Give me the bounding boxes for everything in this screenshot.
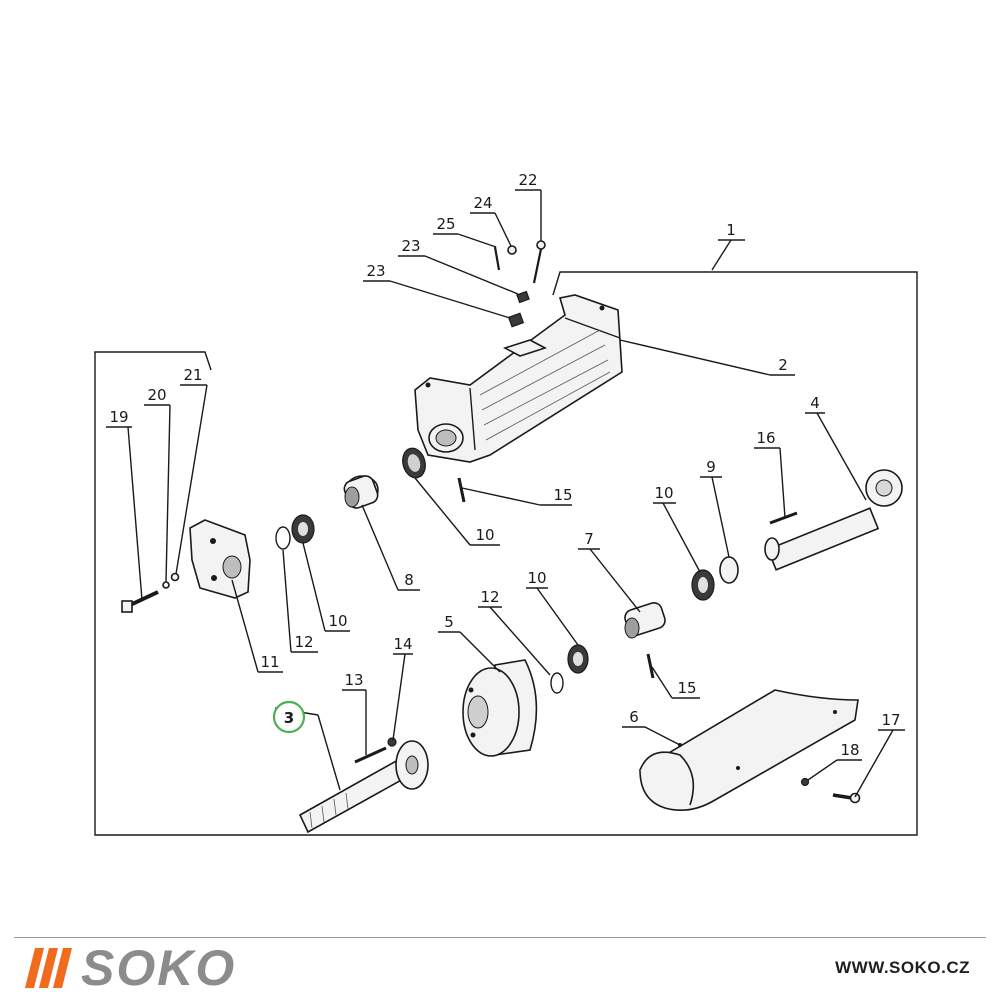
bearing-part-10-center (567, 644, 589, 674)
label-part-15-lower: 15 (677, 679, 696, 697)
label-part-16: 16 (756, 429, 775, 447)
circlip-part-12-left (275, 526, 291, 550)
pin-part-15-lower (646, 653, 655, 679)
bolt-part-17 (832, 792, 861, 804)
label-part-10-upper: 10 (475, 526, 494, 544)
label-part-13: 13 (344, 671, 363, 689)
website-link[interactable]: WWW.SOKO.CZ (835, 958, 970, 977)
label-part-2: 2 (778, 356, 788, 374)
callout-lines (106, 189, 905, 798)
drum-part-5 (462, 659, 538, 757)
label-part-19: 19 (109, 408, 128, 426)
label-part-3[interactable]: 3 (284, 709, 294, 727)
label-part-12-left: 12 (294, 633, 313, 651)
bearing-part-10-left (291, 514, 315, 544)
nut-part-14 (387, 737, 397, 747)
label-part-1: 1 (726, 221, 736, 239)
label-part-23-upper: 23 (401, 237, 420, 255)
pin-part-15-upper (457, 477, 466, 503)
label-part-15-upper: 15 (553, 486, 572, 504)
bearing-part-10-right (691, 569, 715, 601)
soko-logo[interactable]: SOKO (25, 940, 237, 996)
label-part-8: 8 (404, 571, 414, 589)
washer-part-9 (719, 556, 739, 584)
end-plate-part-11 (189, 519, 251, 599)
label-part-9: 9 (706, 458, 716, 476)
shaft-part-3 (298, 740, 429, 834)
footer-divider (14, 937, 986, 938)
label-part-22: 22 (518, 171, 537, 189)
label-part-5: 5 (444, 613, 454, 631)
label-part-12-center: 12 (480, 588, 499, 606)
label-part-6: 6 (629, 708, 639, 726)
label-part-24: 24 (473, 194, 492, 212)
label-part-10-right: 10 (654, 484, 673, 502)
fastener-parts-top (493, 240, 546, 328)
bearing-part-10-upper (402, 447, 426, 479)
label-part-23-lower: 23 (366, 262, 385, 280)
label-part-21: 21 (183, 366, 202, 384)
washer-part-20 (162, 581, 170, 589)
bolt-part-19 (121, 590, 159, 613)
label-part-4: 4 (810, 394, 820, 412)
bushing-part-8 (343, 475, 379, 509)
label-part-20: 20 (147, 386, 166, 404)
nut-part-18 (800, 777, 810, 787)
label-part-10-center: 10 (527, 569, 546, 587)
bushing-part-7 (624, 602, 666, 639)
label-part-25: 25 (436, 215, 455, 233)
circlip-part-12-center (550, 672, 564, 694)
label-part-10-left: 10 (328, 612, 347, 630)
exploded-parts-diagram: 1 2 3 4 5 6 7 8 9 10 10 10 10 11 12 12 1… (94, 171, 918, 836)
label-part-11: 11 (260, 653, 279, 671)
cover-part-6 (639, 689, 859, 811)
assembly-1-bracket (94, 271, 918, 836)
housing-part (414, 294, 623, 463)
washer-part-21 (170, 572, 180, 582)
logo-stripes-icon (25, 948, 72, 988)
key-part-16 (769, 511, 798, 525)
label-part-17: 17 (881, 711, 900, 729)
bolt-part-13 (354, 746, 387, 764)
label-part-18: 18 (840, 741, 859, 759)
highlight-circle-part-3[interactable] (272, 700, 306, 734)
callout-labels: 1 2 3 4 5 6 7 8 9 10 10 10 10 11 12 12 1… (109, 171, 900, 759)
shaft-part-4 (764, 469, 903, 571)
brand-name: SOKO (81, 940, 237, 996)
label-part-14: 14 (393, 635, 412, 653)
label-part-7: 7 (584, 530, 594, 548)
